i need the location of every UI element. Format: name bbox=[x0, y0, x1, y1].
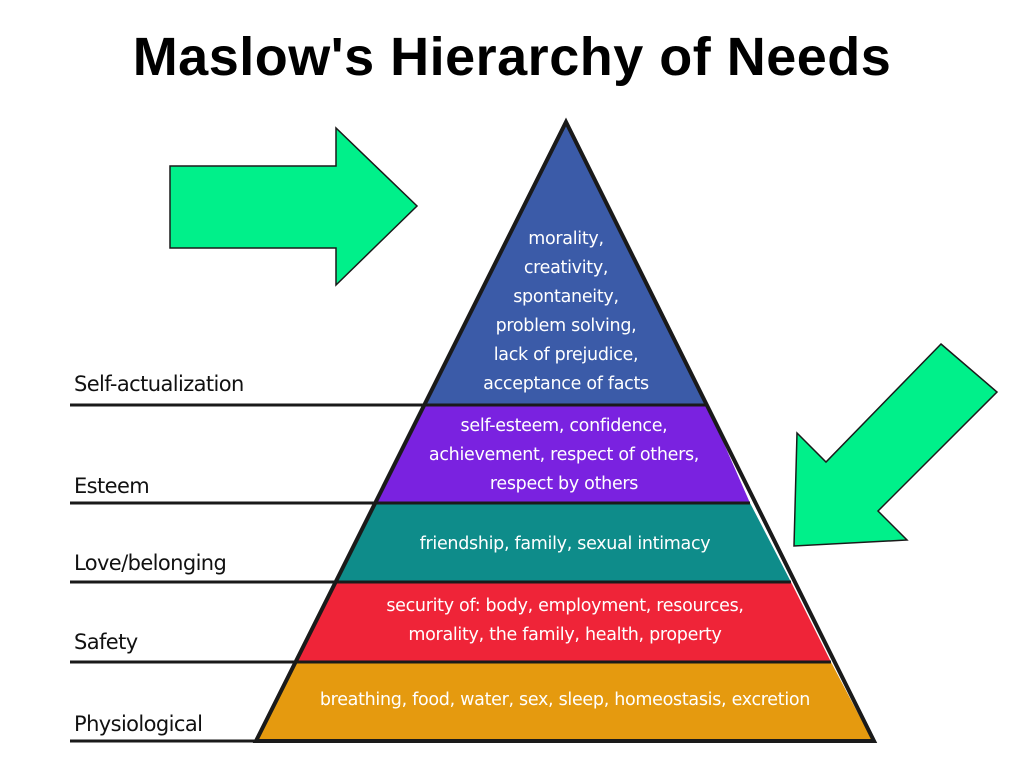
tier-esteem bbox=[377, 405, 750, 503]
tier-physiological bbox=[258, 662, 872, 740]
tier-safety bbox=[297, 582, 831, 662]
pyramid-outline bbox=[252, 117, 878, 743]
tier-description-esteem: self-esteem, confidence, achievement, re… bbox=[428, 416, 700, 494]
level-label-love-belonging: Love/belonging bbox=[74, 551, 227, 575]
right-pointing-arrow-icon bbox=[169, 126, 419, 287]
level-label-esteem: Esteem bbox=[74, 474, 150, 498]
down-left-pointing-arrow-icon bbox=[793, 342, 999, 547]
level-label-self-actualization: Self-actualization bbox=[74, 372, 244, 396]
tier-love-belonging bbox=[337, 503, 791, 582]
tier-description-self-actualization: morality, creativity, spontaneity, probl… bbox=[483, 229, 649, 394]
level-label-physiological: Physiological bbox=[74, 712, 203, 736]
tier-self-actualization bbox=[425, 124, 707, 405]
tier-description-love-belonging: friendship, family, sexual intimacy bbox=[419, 534, 711, 554]
tier-description-safety: security of: body, employment, resources… bbox=[386, 596, 744, 645]
level-label-safety: Safety bbox=[74, 630, 138, 654]
diagram-title: Maslow's Hierarchy of Needs bbox=[132, 27, 892, 87]
tier-description-physiological: breathing, food, water, sex, sleep, home… bbox=[319, 690, 811, 710]
